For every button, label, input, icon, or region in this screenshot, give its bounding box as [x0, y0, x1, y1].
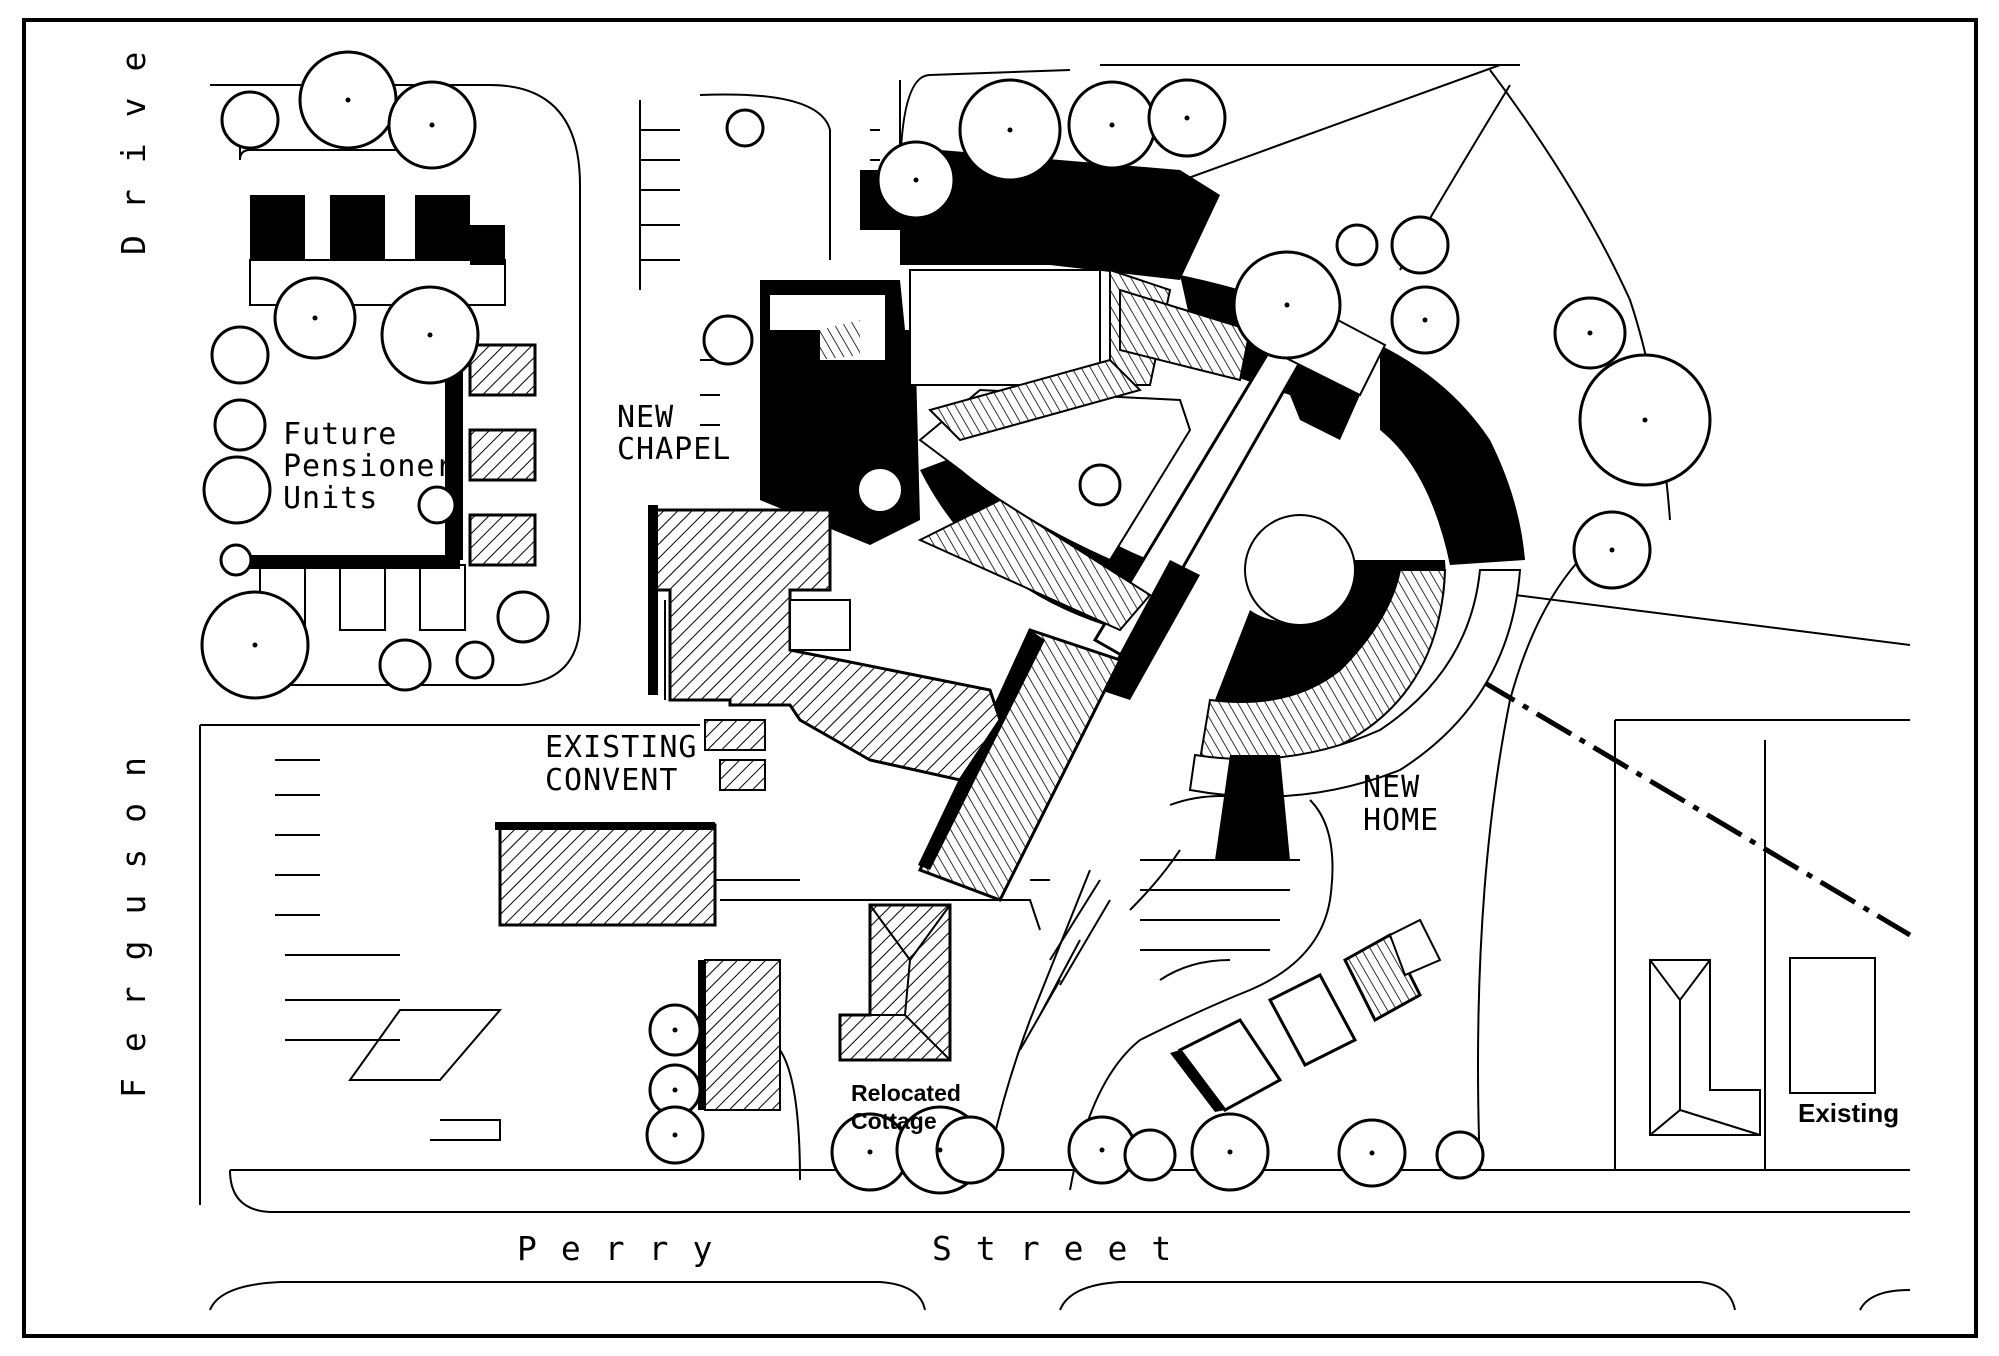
roads	[199, 64, 1911, 1311]
perry-street-label: Perry Street	[517, 1229, 1195, 1268]
new-home-units	[1170, 918, 1442, 1112]
label-future: Future	[283, 417, 397, 452]
relocated-cottage-building	[838, 903, 952, 1062]
existing-houses	[1649, 957, 1876, 1136]
label-convent: CONVENT	[545, 763, 678, 798]
ferguson-drive-label: Ferguson Drive	[114, 26, 153, 1098]
boundary-line	[1478, 677, 1912, 938]
label-new-1: NEW	[617, 400, 674, 435]
label-existing: Existing	[1798, 1098, 1899, 1128]
label-relocated: Relocated	[851, 1080, 961, 1106]
label-units: Units	[283, 481, 378, 516]
new-home-label: NEW HOME	[1363, 770, 1439, 838]
label-existing-caps: EXISTING	[545, 730, 698, 765]
label-new-2: NEW	[1363, 770, 1420, 805]
label-pensioner: Pensioner	[283, 449, 455, 484]
label-cottage: Cottage	[851, 1108, 937, 1134]
tree-centers	[252, 97, 1648, 1156]
new-chapel-label: NEW CHAPEL	[617, 400, 731, 467]
street-drive: Drive	[114, 26, 153, 255]
new-home-building	[860, 150, 1525, 902]
street-street: Street	[932, 1229, 1195, 1268]
future-pensioner-units-label: Future Pensioner Units	[283, 417, 455, 516]
existing-convent-label: EXISTING CONVENT	[545, 730, 698, 798]
existing-convent-building	[495, 505, 1002, 1111]
relocated-cottage-label: Relocated Cottage	[851, 1080, 961, 1134]
street-perry: Perry	[517, 1229, 736, 1268]
label-chapel: CHAPEL	[617, 432, 731, 467]
street-ferguson: Ferguson	[114, 731, 153, 1098]
label-home: HOME	[1363, 803, 1439, 838]
new-chapel-building	[760, 280, 920, 545]
